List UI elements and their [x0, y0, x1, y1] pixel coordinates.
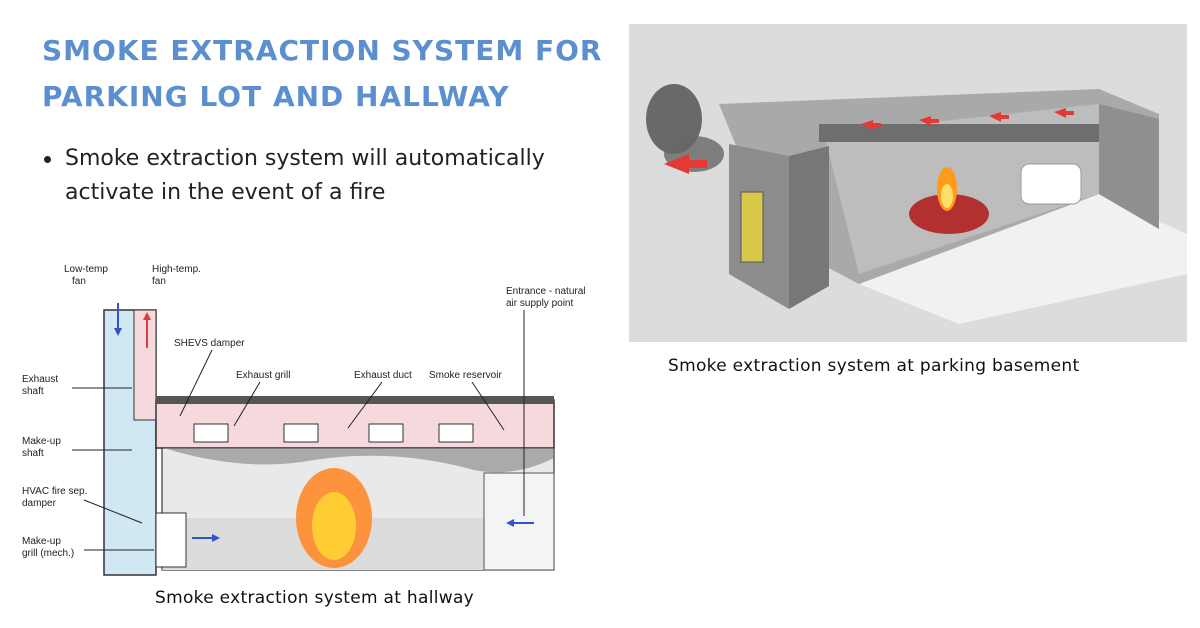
bullet-dot-icon: [44, 156, 51, 163]
svg-text:fan: fan: [152, 276, 166, 287]
svg-text:damper: damper: [22, 498, 57, 509]
hallway-caption: Smoke extraction system at hallway: [155, 588, 475, 608]
label-hvac-damper: HVAC fire sep.: [22, 486, 87, 497]
bullet-text: Smoke extraction system will automatical…: [65, 146, 545, 205]
hallway-diagram: Low-temp fan High-temp. fan SHEVS damper…: [14, 248, 624, 580]
svg-text:fan: fan: [72, 276, 86, 287]
svg-text:air supply point: air supply point: [506, 298, 573, 309]
svg-text:shaft: shaft: [22, 448, 44, 459]
label-high-temp-fan: High-temp.: [152, 264, 201, 275]
parking-caption: Smoke extraction system at parking basem…: [668, 356, 1080, 376]
label-exhaust-duct: Exhaust duct: [354, 370, 412, 381]
label-makeup-grill: Make-up: [22, 536, 61, 547]
bullet-list: Smoke extraction system will automatical…: [44, 142, 624, 210]
svg-text:grill (mech.): grill (mech.): [22, 548, 74, 559]
label-entrance: Entrance - natural: [506, 286, 586, 297]
list-item: Smoke extraction system will automatical…: [44, 142, 624, 210]
label-makeup-shaft: Make-up: [22, 436, 61, 447]
page-title: SMOKE EXTRACTION SYSTEM FOR PARKING LOT …: [42, 34, 603, 113]
label-exhaust-shaft: Exhaust: [22, 374, 58, 385]
label-shevs-damper: SHEVS damper: [174, 338, 245, 349]
parking-basement-image: [629, 24, 1187, 342]
label-smoke-reservoir: Smoke reservoir: [429, 370, 502, 381]
label-exhaust-grill: Exhaust grill: [236, 370, 290, 381]
svg-text:shaft: shaft: [22, 386, 44, 397]
label-low-temp-fan: Low-temp: [64, 264, 108, 275]
